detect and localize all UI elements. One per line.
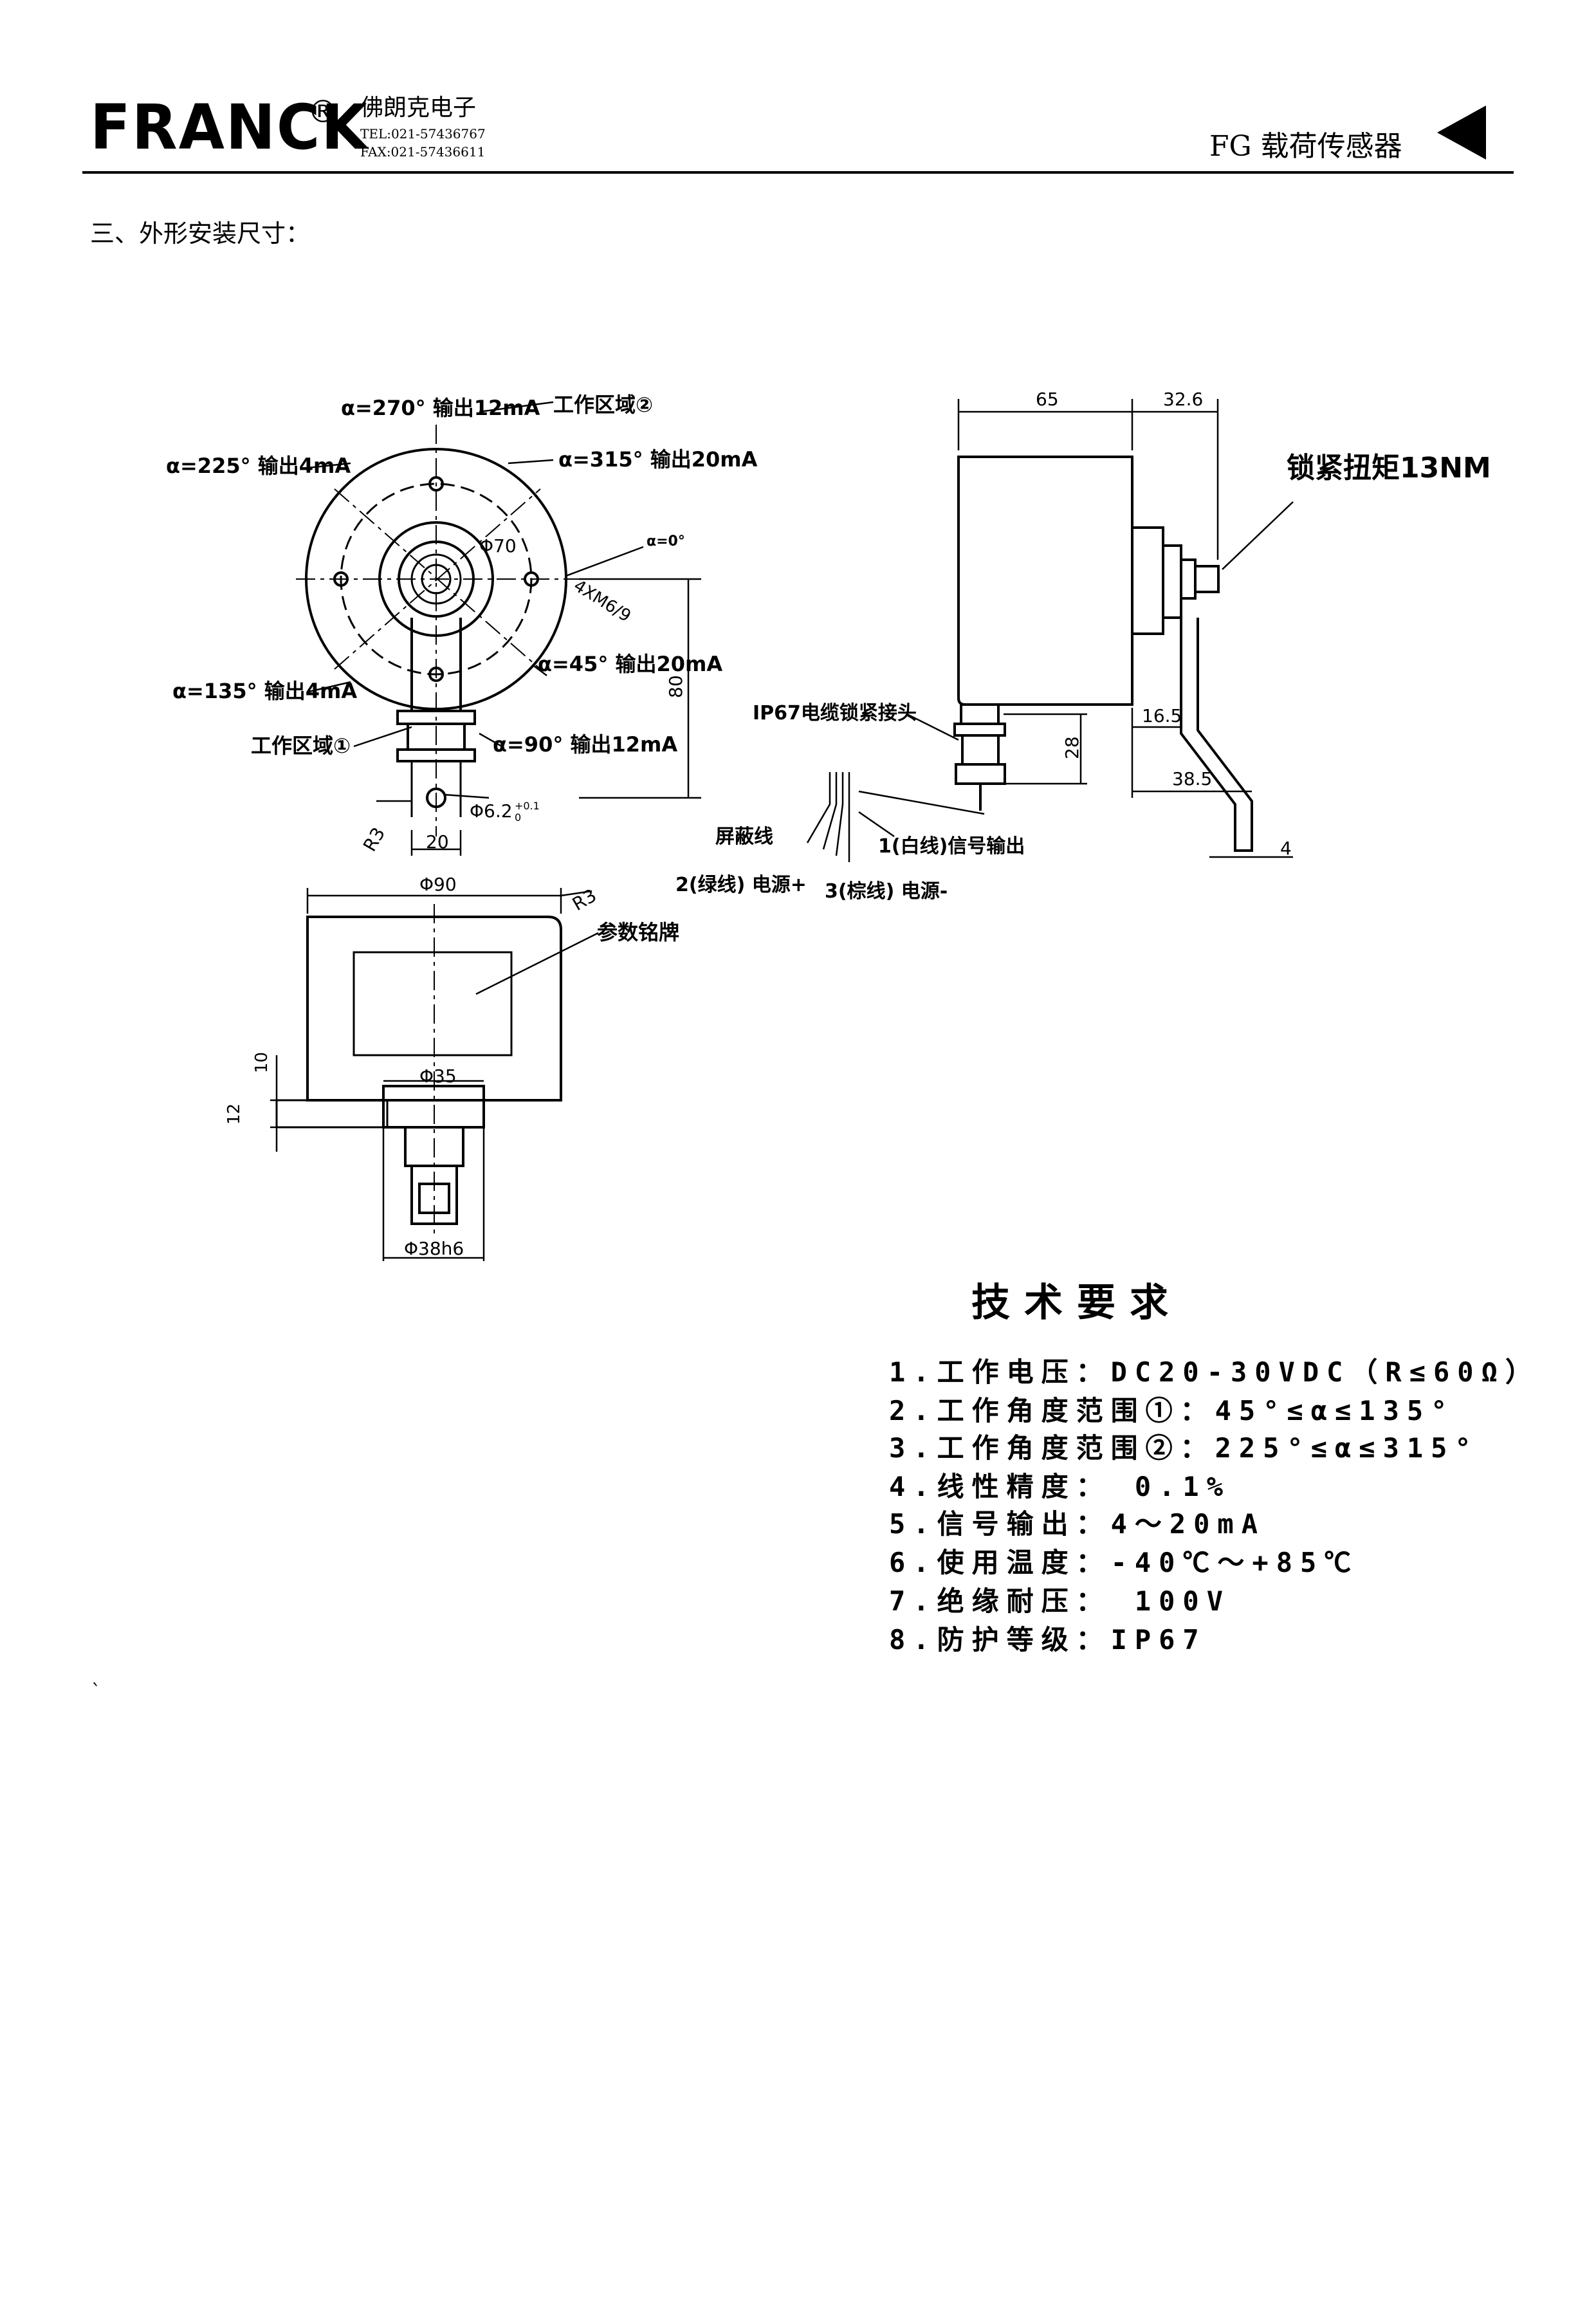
label-d80: 80	[665, 675, 686, 698]
label-d20: 20	[426, 831, 449, 853]
label-wire3: 3(棕线) 电源-	[825, 880, 948, 903]
company-tel: TEL:021-57436767	[360, 126, 486, 142]
label-torque: 锁紧扭矩13NM	[1287, 452, 1491, 484]
label-a135: α=135° 输出4mA	[172, 679, 357, 703]
label-tol-upper: +0.1	[515, 800, 540, 812]
label-r3-front: R3	[569, 885, 600, 915]
label-phi38h6: Φ38h6	[404, 1238, 464, 1259]
label-d38-5: 38.5	[1172, 768, 1212, 789]
label-a315: α=315° 输出20mA	[558, 447, 758, 472]
spec-item: 8.防护等级：IP67	[889, 1624, 1207, 1655]
tech-requirements-title: 技术要求	[971, 1280, 1182, 1325]
label-phi62: Φ6.2	[470, 800, 513, 822]
label-nameplate: 参数铭牌	[597, 920, 679, 945]
label-r3-top: R3	[359, 824, 389, 855]
lever-arm	[1180, 618, 1253, 852]
label-d12: 12	[225, 1103, 244, 1125]
company-name-cn: 佛朗克电子	[360, 95, 477, 121]
label-d4: 4	[1280, 838, 1292, 859]
label-a45: α=45° 输出20mA	[538, 652, 722, 676]
franck-logo: FRANCK	[90, 91, 369, 163]
spec-item: 5.信号输出：4～20mA	[889, 1508, 1266, 1540]
spec-item: 7.绝缘耐压： 100V	[889, 1585, 1231, 1617]
header-rule	[82, 171, 1514, 174]
label-d28: 28	[1061, 736, 1083, 759]
stray-mark: `	[91, 1681, 101, 1703]
section-heading: 三、外形安装尺寸：	[90, 219, 311, 248]
side-body	[957, 456, 1133, 706]
label-d32-6: 32.6	[1163, 389, 1203, 410]
label-a270: α=270° 输出12mA	[341, 396, 540, 420]
spec-item: 2.工作角度范围①：45°≤α≤135°	[889, 1395, 1455, 1426]
nameplate-box	[353, 951, 513, 1056]
company-fax: FAX:021-57436611	[360, 144, 486, 160]
label-phi70: Φ70	[479, 535, 517, 557]
label-wire1: 1(白线)信号输出	[878, 835, 1025, 858]
document-title: FG 载荷传感器	[1209, 130, 1402, 163]
registered-mark: ®	[307, 94, 338, 130]
label-connector: IP67电缆锁紧接头	[753, 702, 917, 724]
label-a0: α=0°	[647, 533, 685, 549]
label-wire2: 2(绿线) 电源+	[675, 874, 807, 896]
label-phi35: Φ35	[419, 1065, 457, 1087]
spec-item: 1.工作电压：DC20-30VDC（R≤60Ω）	[889, 1356, 1540, 1388]
label-phi90: Φ90	[419, 874, 457, 895]
left-arrow-icon	[1437, 106, 1486, 160]
spec-item: 6.使用温度：-40℃～+85℃	[889, 1547, 1359, 1578]
label-tol-lower: 0	[515, 811, 521, 824]
label-zone2: 工作区域②	[553, 392, 653, 417]
spec-item: 4.线性精度： 0.1%	[889, 1471, 1231, 1502]
label-zone1: 工作区域①	[251, 733, 351, 758]
spec-item: 3.工作角度范围②：225°≤α≤315°	[889, 1432, 1479, 1464]
label-shield: 屏蔽线	[715, 825, 773, 848]
front-body	[306, 916, 562, 1102]
label-d16-5: 16.5	[1142, 705, 1182, 726]
label-m6: 4XM6/9	[570, 576, 634, 626]
label-d10: 10	[252, 1052, 271, 1073]
label-a225: α=225° 输出4mA	[166, 454, 351, 478]
label-d65: 65	[1036, 389, 1059, 410]
label-a90: α=90° 输出12mA	[493, 732, 677, 757]
